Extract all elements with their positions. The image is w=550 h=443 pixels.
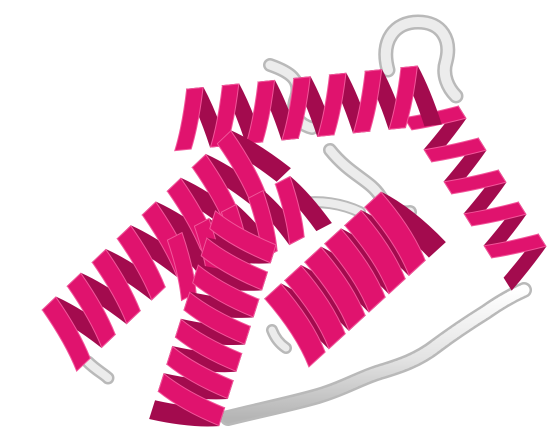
protein-ribbon-image <box>0 0 550 443</box>
